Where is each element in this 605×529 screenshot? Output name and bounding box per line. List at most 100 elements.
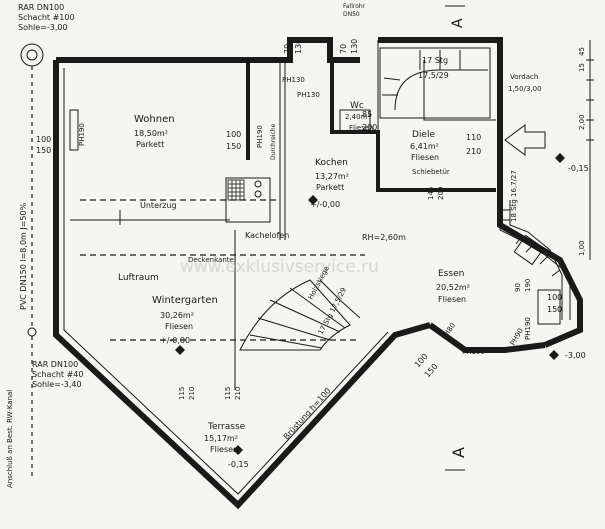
room-wc-floor: Fliesen	[349, 124, 374, 132]
pvc-label: PVC DN150 l=8,0m J=50%	[19, 202, 28, 310]
room-wintergarten-name: Wintergarten	[152, 295, 218, 306]
dim-210: 210	[466, 147, 481, 156]
drain-bottom-label-1: RAR DN100	[32, 360, 78, 369]
room-diele-floor: Fliesen	[411, 153, 439, 162]
dim-70-a: 70	[283, 44, 292, 54]
stairs-right	[499, 200, 571, 325]
drain-top	[20, 43, 44, 330]
entrance-arrow	[504, 124, 546, 156]
vordach-label: Vordach	[510, 73, 538, 81]
room-diele-name: Diele	[412, 130, 435, 140]
dim-ph130-b: PH130	[297, 91, 320, 99]
drain-top-label-2: Schacht #100	[18, 13, 75, 22]
dim-t210-b: 210	[234, 387, 242, 400]
dim-t115-b: 115	[224, 387, 232, 400]
dim-ph130-a: PH130	[282, 76, 305, 84]
dim-90: 90	[514, 283, 522, 292]
dim-100-a: 100	[36, 135, 51, 144]
room-wintergarten-area: 30,26m²	[160, 311, 194, 320]
room-luftraum-name: Luftraum	[118, 273, 159, 283]
dim-wc-85: 85	[362, 110, 372, 119]
dim-145: 145	[427, 187, 435, 200]
section-mark-top: A	[450, 18, 466, 28]
room-wohnen-name: Wohnen	[134, 114, 175, 125]
dim-ph190-b: PH190	[256, 125, 264, 148]
room-essen-floor: Fliesen	[438, 295, 466, 304]
dim-130-a: 130	[294, 39, 303, 54]
watermark: www.exklusivservice.ru	[180, 257, 379, 277]
unterzug-label: Unterzug	[140, 201, 177, 210]
room-wintergarten-floor: Fliesen	[165, 322, 193, 331]
dim-130-b: 130	[350, 39, 359, 54]
kachelofen-hatch	[227, 179, 262, 201]
vordach-dim-label: 1,50/3,00	[508, 85, 542, 93]
dashed-lines	[70, 199, 365, 390]
dim-right-150: 150	[547, 305, 562, 314]
fallrohr-label-1: Fallrohr	[343, 3, 366, 10]
room-wintergarten-level: +/-0,00	[160, 336, 190, 345]
room-kochen-area: 13,27m²	[315, 172, 349, 181]
room-terrasse-floor: Fliesen	[210, 445, 238, 454]
drain-top-label-3: Sohle=-3,00	[18, 23, 68, 32]
dim-t210-a: 210	[188, 387, 196, 400]
room-kochen-floor: Parkett	[316, 183, 344, 192]
stairs-inner	[239, 279, 361, 351]
room-height-label: RH=2,60m	[362, 233, 406, 242]
drain-bottom-label-3: Sohle=-3,40	[32, 380, 82, 389]
dim-100-b: 100	[226, 130, 241, 139]
dim-ph190-a: PH190	[78, 123, 86, 146]
room-wohnen-area: 18,50m²	[134, 129, 168, 138]
section-mark-bottom: A	[449, 447, 468, 458]
drain-top-label-1: RAR DN100	[18, 3, 64, 12]
room-essen-area: 20,52m²	[436, 283, 470, 292]
level-right-bottom-label: -3,00	[565, 351, 586, 360]
dim-200: 200	[437, 187, 445, 200]
room-kochen-name: Kochen	[315, 158, 348, 168]
room-wc-name: Wc	[350, 101, 364, 111]
room-wohnen-floor: Parkett	[136, 140, 164, 149]
dim-t115-a: 115	[178, 387, 186, 400]
room-essen-name: Essen	[438, 269, 464, 279]
stairs-top	[379, 47, 491, 119]
drain-bottom	[27, 327, 37, 480]
dim-70-b: 70	[339, 44, 348, 54]
deckenkante-label: Deckenkante	[188, 256, 234, 264]
dim-bottom-150: 150	[423, 362, 440, 379]
dimension-labels: 70 130 70 130 PH130 PH130 85 200 100 150…	[36, 39, 586, 400]
dim-margin-100: 1,00	[578, 240, 586, 256]
room-wc-area: 2,40m²	[345, 113, 370, 121]
section-marks	[445, 5, 465, 471]
dim-ph80: PH80	[440, 321, 457, 341]
dim-ph90: PH90	[509, 327, 525, 347]
dim-wc-200: 200	[362, 123, 377, 132]
dim-ph190-d: PH190	[524, 317, 532, 340]
level-right-label: -0,15	[568, 164, 589, 173]
dim-margin-200: 2,00	[578, 114, 586, 130]
dim-190: 190	[524, 279, 532, 292]
stairs-top-count: 17 Stg	[422, 56, 448, 65]
stairs-top-dim: 17,5/29	[418, 71, 449, 80]
dim-ph190-c: PH190	[462, 348, 485, 356]
stairs-right-label: 18 Stg 16,7/27	[510, 170, 518, 222]
dim-150-a: 150	[36, 146, 51, 155]
drain-bottom-label-2: Schacht #40	[32, 370, 83, 379]
room-terrasse-level: -0,15	[228, 460, 249, 469]
dim-right-100: 100	[547, 293, 562, 302]
dim-110: 110	[466, 133, 481, 142]
room-diele-area: 6,41m²	[410, 142, 439, 151]
kachelofen-label: Kachelofen	[245, 231, 289, 240]
room-kochen-level: +/-0,00	[310, 200, 340, 209]
rw-label: Anschluß an Best. RW-Kanal	[6, 390, 14, 488]
fallrohr-label-2: DN50	[343, 11, 360, 18]
level-markers	[175, 153, 565, 455]
dim-margin-45: 45	[578, 47, 586, 56]
room-terrasse-name: Terrasse	[207, 422, 246, 432]
schiebetuer-label: Schiebetür	[412, 168, 450, 176]
dim-margin-15: 15	[578, 63, 586, 72]
dim-bottom-100: 100	[413, 352, 430, 369]
right-dimension	[586, 40, 594, 260]
durchreiche-label: Durchreiche	[270, 123, 277, 160]
dim-150-b: 150	[226, 142, 241, 151]
